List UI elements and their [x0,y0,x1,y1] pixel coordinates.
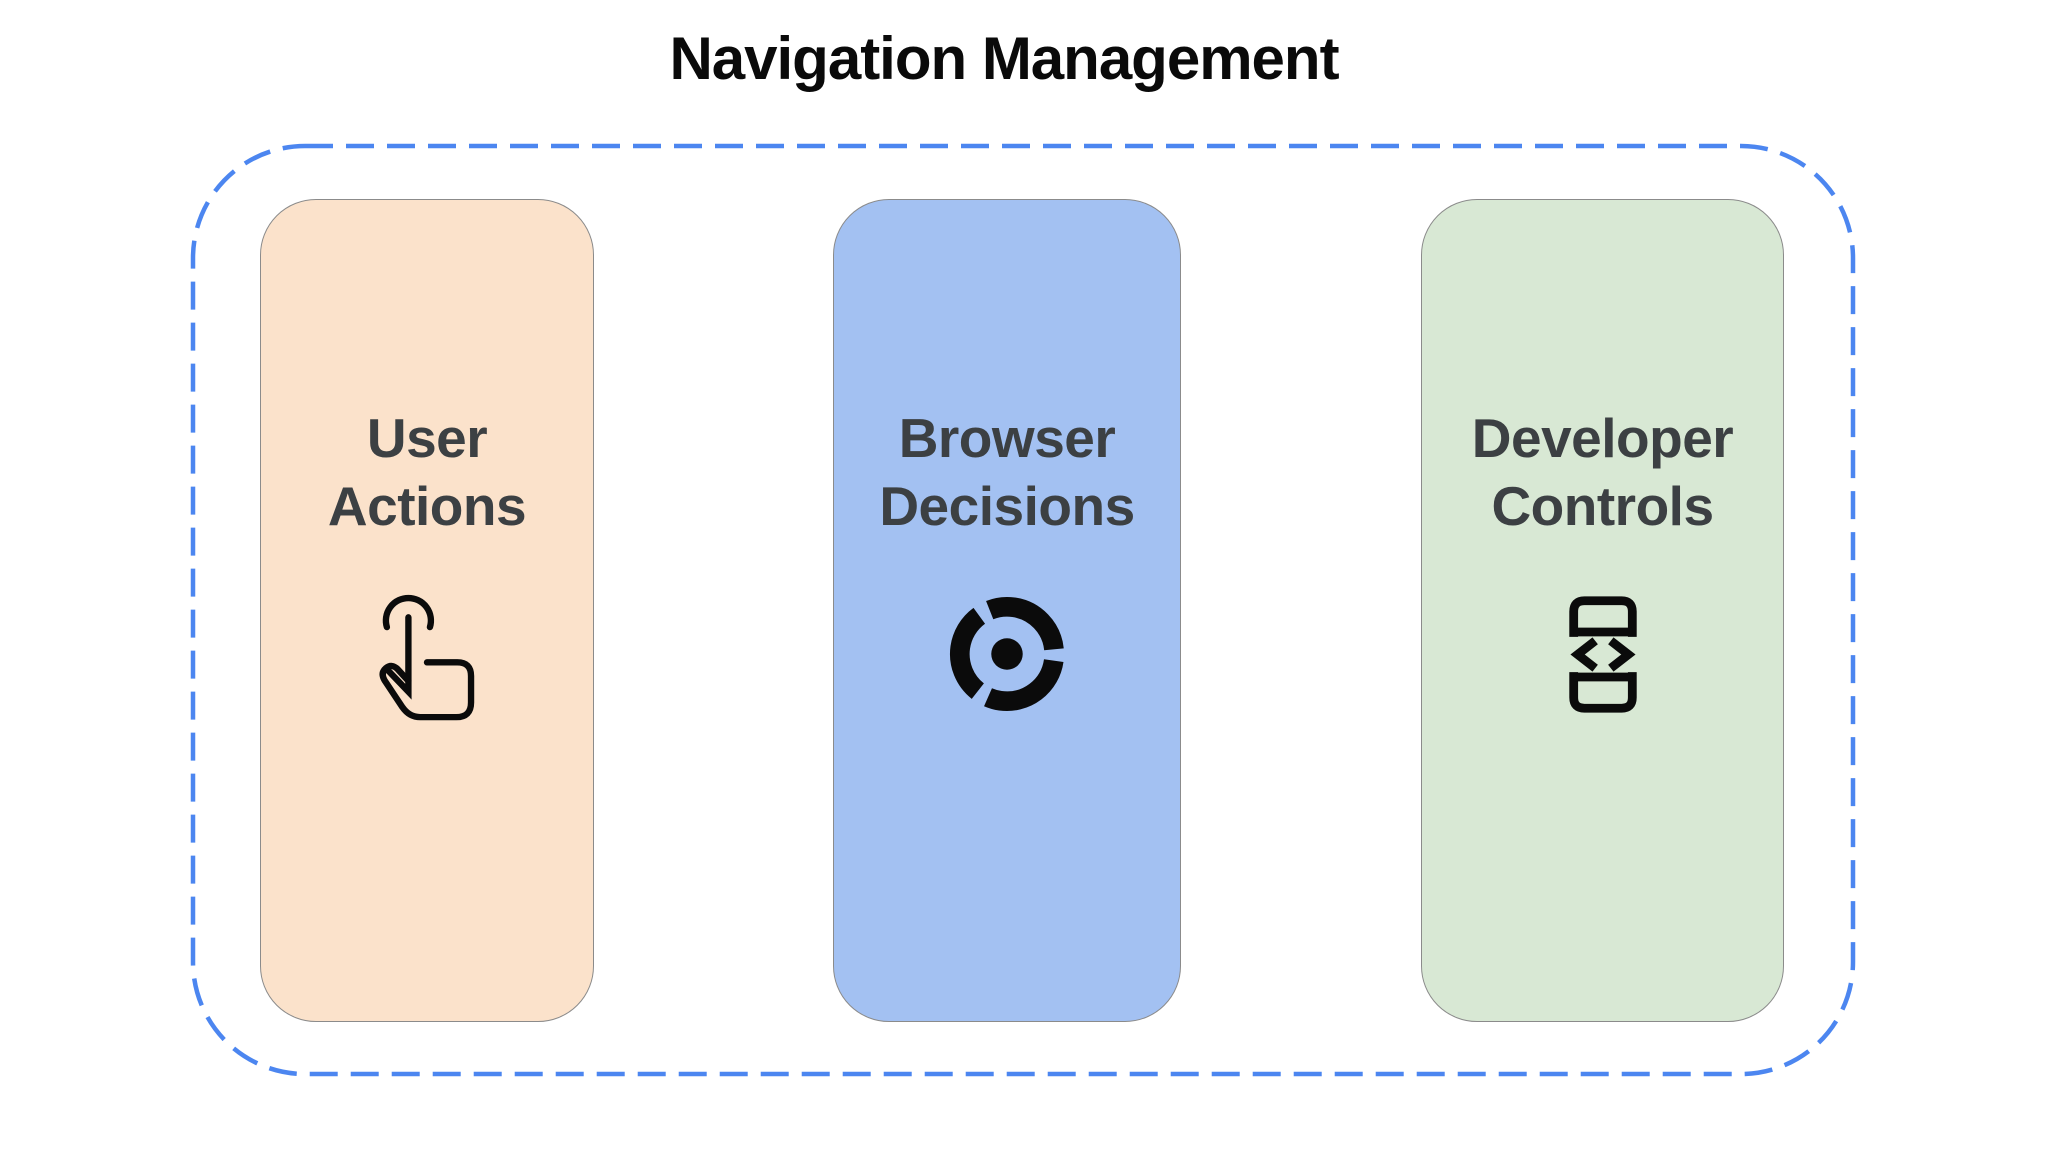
card-browser-decisions: Browser Decisions [833,199,1181,1022]
card-label-line2: Controls [1491,475,1714,538]
card-label: Developer Controls [1471,404,1734,540]
card-label-line2: Actions [327,475,527,538]
card-label-line1: Developer [1471,407,1734,469]
card-label-line1: Browser [898,407,1116,469]
card-label: Browser Decisions [879,404,1135,540]
card-developer-controls: Developer Controls [1421,199,1784,1022]
card-label-line1: User [366,407,488,469]
card-user-actions: User Actions [260,199,594,1022]
page-title: Navigation Management [669,25,1339,92]
card-label-line2: Decisions [879,475,1135,538]
developer-mode-icon [1558,584,1648,724]
card-label: User Actions [327,404,527,540]
dashed-boundary-rect [190,143,1856,1077]
tap-gesture-icon [373,584,481,724]
chrome-browser-icon [948,584,1066,724]
